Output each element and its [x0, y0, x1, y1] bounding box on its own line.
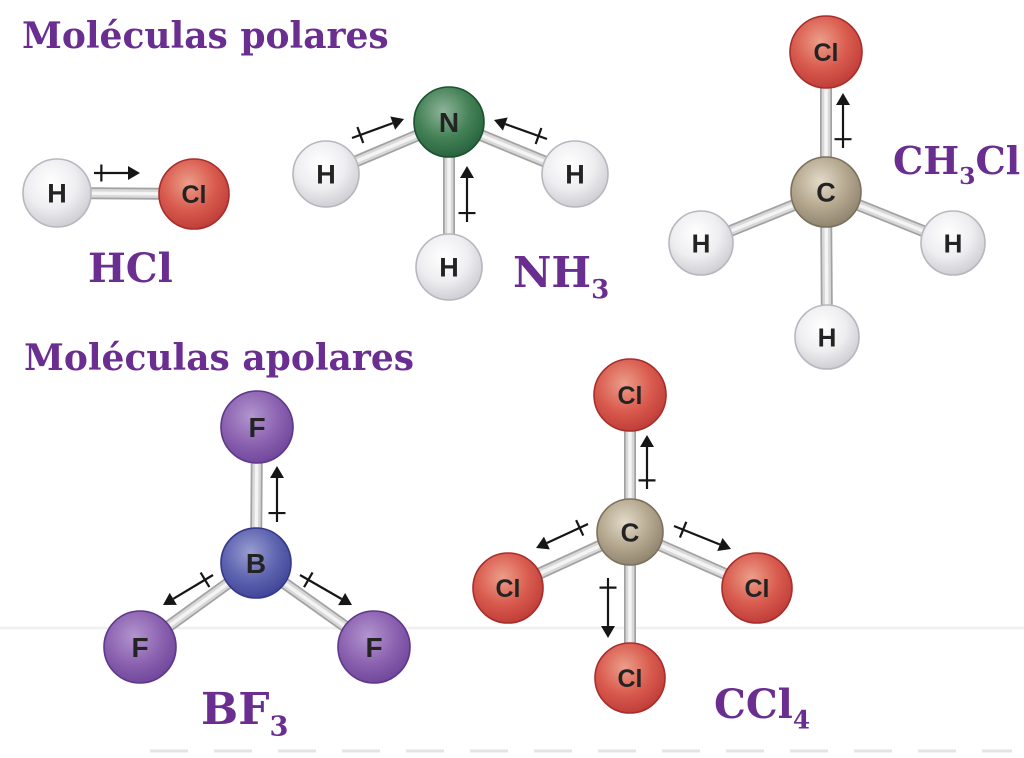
arrowhead-icon: [640, 435, 654, 447]
atom-label-H: H: [565, 160, 585, 190]
atom-label-F: F: [248, 412, 265, 443]
atom-label-H: H: [944, 228, 963, 258]
atom-label-Cl: Cl: [618, 382, 643, 410]
dipole-arrow: [494, 117, 548, 145]
arrowhead-icon: [460, 166, 474, 178]
atom-label-H: H: [818, 322, 837, 352]
atom-label-F: F: [365, 632, 382, 663]
atom-label-Cl: Cl: [814, 39, 839, 67]
dipole-cross-icon: [356, 126, 365, 144]
atom-Cl: [158, 158, 230, 230]
atom-B: [220, 527, 292, 599]
atom-F: [337, 610, 411, 684]
atom-label-C: C: [621, 517, 640, 547]
atom-C: [790, 156, 862, 228]
arrowhead-icon: [717, 538, 731, 552]
atom-N: [413, 86, 485, 158]
atom-label-N: N: [439, 107, 459, 138]
dipole-cross-icon: [678, 521, 688, 538]
dipole-arrow: [299, 571, 352, 606]
atom-Cl: [721, 552, 793, 624]
atom-H: [415, 233, 483, 301]
atom-Cl: [593, 358, 667, 432]
arrowhead-icon: [390, 116, 404, 130]
atom-label-H: H: [439, 253, 459, 283]
atom-Cl: [594, 642, 666, 714]
dipole-arrow: [94, 164, 140, 182]
molecule-CH3Cl: ClH H H C CH3Cl: [668, 15, 1020, 370]
atom-label-C: C: [816, 178, 836, 208]
atom-label-Cl: Cl: [745, 575, 770, 603]
dipole-cross-icon: [575, 519, 585, 537]
arrowhead-icon: [494, 117, 508, 131]
dipole-cross-icon: [199, 571, 211, 588]
dipole-arrow: [268, 466, 286, 522]
dipole-arrow: [638, 435, 656, 489]
formula-CH3Cl: CH3Cl: [893, 138, 1020, 190]
arrowhead-icon: [163, 592, 177, 605]
atom-H: [920, 210, 986, 276]
dipole-cross-icon: [303, 571, 314, 588]
dipole-arrow: [458, 166, 476, 222]
atom-H: [292, 140, 360, 208]
dipole-arrow: [834, 93, 852, 148]
arrowhead-icon: [601, 626, 615, 638]
atom-label-H: H: [692, 228, 711, 258]
dipole-arrow: [536, 519, 589, 550]
atom-label-Cl: Cl: [182, 181, 207, 209]
heading-moleculas-polares: Moléculas polares: [22, 15, 389, 57]
atom-H: [541, 140, 609, 208]
molecule-NH3: H H H N NH3: [292, 86, 609, 305]
formula-BF3: BF3: [201, 684, 288, 742]
arrowhead-icon: [338, 592, 352, 606]
dipole-arrow: [163, 571, 214, 605]
dipole-arrow: [673, 521, 731, 552]
formula-CCl4: CCl4: [714, 681, 810, 734]
atom-F: [103, 610, 177, 684]
heading-moleculas-apolares: Moléculas apolares: [24, 337, 414, 379]
dipole-arrow: [599, 578, 617, 638]
atom-Cl: [472, 552, 544, 624]
arrowhead-icon: [536, 536, 550, 550]
atom-label-H: H: [47, 179, 67, 209]
atom-H: [22, 158, 92, 228]
atom-label-H: H: [316, 160, 336, 190]
dipole-arrow: [351, 116, 404, 144]
atom-label-Cl: Cl: [618, 665, 643, 693]
atom-H: [668, 210, 734, 276]
dipole-cross-icon: [534, 127, 543, 145]
atom-label-F: F: [131, 632, 148, 663]
arrowhead-icon: [270, 466, 284, 478]
atom-C: [596, 498, 664, 566]
arrowhead-icon: [836, 93, 850, 105]
atom-Cl: [789, 15, 863, 89]
arrowhead-icon: [128, 166, 140, 180]
formula-HCl: HCl: [88, 245, 173, 292]
atom-label-B: B: [246, 548, 266, 579]
atom-H: [794, 304, 860, 370]
atom-F: [220, 390, 294, 464]
atom-label-Cl: Cl: [496, 575, 521, 603]
formula-NH3: NH3: [513, 248, 609, 305]
molecule-BF3: F F F B BF3: [103, 390, 411, 742]
